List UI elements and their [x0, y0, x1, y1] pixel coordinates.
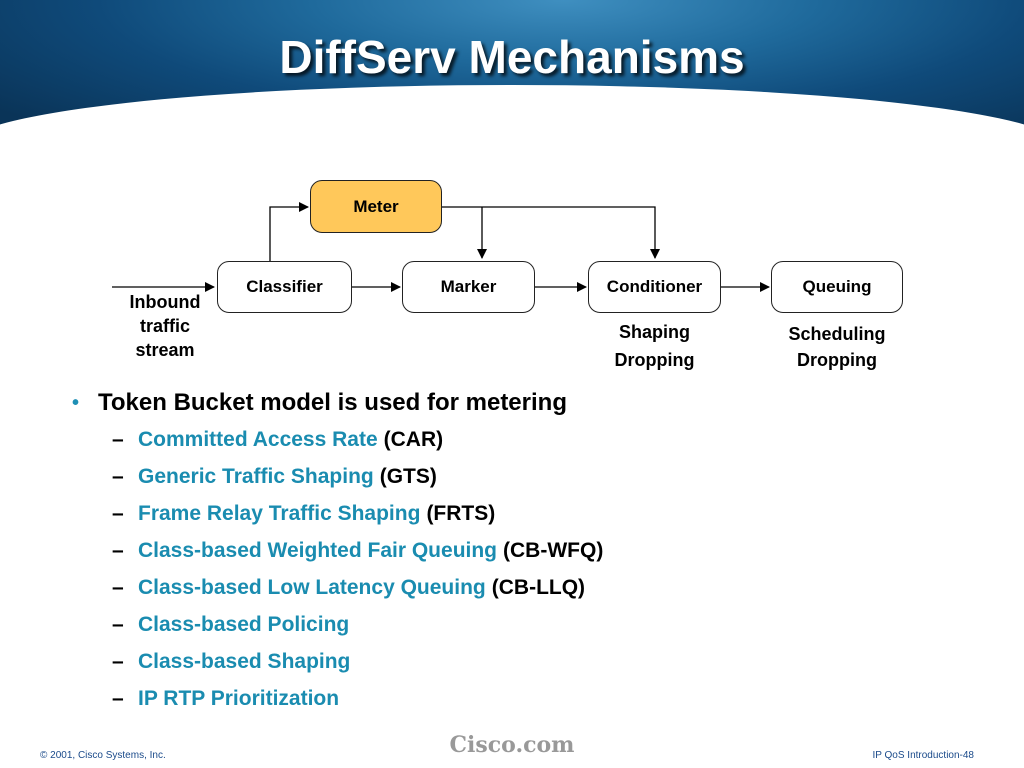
dash: – — [112, 686, 124, 710]
dash: – — [112, 649, 124, 673]
sub-bullet-car: – Committed Access Rate (CAR) — [112, 421, 972, 458]
dash: – — [112, 427, 124, 451]
conditioner-note-2: Dropping — [614, 350, 695, 370]
conditioner-box: Conditioner — [588, 261, 721, 313]
dash: – — [112, 501, 124, 525]
main-bullet-text: Token Bucket model is used for metering — [98, 389, 567, 416]
title-banner — [0, 0, 1024, 150]
dash: – — [112, 538, 124, 562]
classifier-to-meter-arrow — [269, 202, 309, 261]
sub-bullet-cbwfq: – Class-based Weighted Fair Queuing (CB-… — [112, 532, 972, 569]
sub-bullet-name: Frame Relay Traffic Shaping — [138, 501, 421, 525]
queuing-label: Queuing — [802, 277, 872, 296]
conditioner-label: Conditioner — [606, 277, 703, 296]
sub-bullet-name: Class-based Low Latency Queuing — [138, 575, 486, 599]
inbound-line-2: traffic — [139, 316, 190, 336]
sub-bullet-abbr: (FRTS) — [426, 501, 496, 525]
sub-bullet-name: Class-based Policing — [138, 612, 350, 636]
sub-bullet-frts: – Frame Relay Traffic Shaping (FRTS) — [112, 495, 972, 532]
sub-bullet-name: Committed Access Rate — [138, 427, 378, 451]
marker-label: Marker — [440, 277, 497, 296]
sub-bullet-abbr: (CB-WFQ) — [503, 538, 604, 562]
sub-bullet-name: IP RTP Prioritization — [138, 686, 340, 710]
bullet-list: • Token Bucket model is used for meterin… — [72, 385, 972, 717]
footer-copyright: © 2001, Cisco Systems, Inc. — [40, 750, 166, 761]
sub-bullet-policing: – Class-based Policing — [112, 606, 972, 643]
sub-bullet-list: – Committed Access Rate (CAR) – Generic … — [112, 421, 972, 717]
dash: – — [112, 575, 124, 599]
classifier-label: Classifier — [246, 277, 323, 296]
conditioner-notes: Shaping Dropping — [588, 318, 721, 374]
sub-bullet-rtp: – IP RTP Prioritization — [112, 680, 972, 717]
sub-bullet-gts: – Generic Traffic Shaping (GTS) — [112, 458, 972, 495]
meter-label: Meter — [353, 196, 399, 216]
inbound-traffic-label: Inbound traffic stream — [105, 290, 225, 362]
classifier-box: Classifier — [217, 261, 352, 313]
sub-bullet-name: Class-based Shaping — [138, 649, 351, 673]
dash: – — [112, 464, 124, 488]
conditioner-note-1: Shaping — [619, 322, 690, 342]
footer-brand: Cisco.com — [449, 732, 575, 758]
meter-box: Meter — [310, 180, 442, 233]
sub-bullet-name: Class-based Weighted Fair Queuing — [138, 538, 498, 562]
queuing-box: Queuing — [771, 261, 903, 313]
queuing-note-1: Scheduling — [788, 324, 886, 344]
sub-bullet-cbllq: – Class-based Low Latency Queuing (CB-LL… — [112, 569, 972, 606]
inbound-line-1: Inbound — [129, 292, 201, 312]
queuing-notes: Scheduling Dropping — [766, 321, 908, 373]
dash: – — [112, 612, 124, 636]
marker-box: Marker — [402, 261, 535, 313]
sub-bullet-name: Generic Traffic Shaping — [138, 464, 374, 488]
queuing-note-2: Dropping — [797, 350, 877, 370]
bullet-dot: • — [72, 391, 80, 414]
sub-bullet-shaping: – Class-based Shaping — [112, 643, 972, 680]
footer-page-number: IP QoS Introduction-48 — [872, 750, 974, 761]
sub-bullet-abbr: (GTS) — [379, 464, 437, 488]
meter-to-conditioner-arrow — [442, 206, 660, 259]
sub-bullet-abbr: (CAR) — [383, 427, 444, 451]
slide-title: DiffServ Mechanisms — [279, 31, 745, 83]
main-bullet: • Token Bucket model is used for meterin… — [72, 385, 972, 421]
inbound-line-3: stream — [135, 340, 195, 360]
sub-bullet-abbr: (CB-LLQ) — [491, 575, 586, 599]
